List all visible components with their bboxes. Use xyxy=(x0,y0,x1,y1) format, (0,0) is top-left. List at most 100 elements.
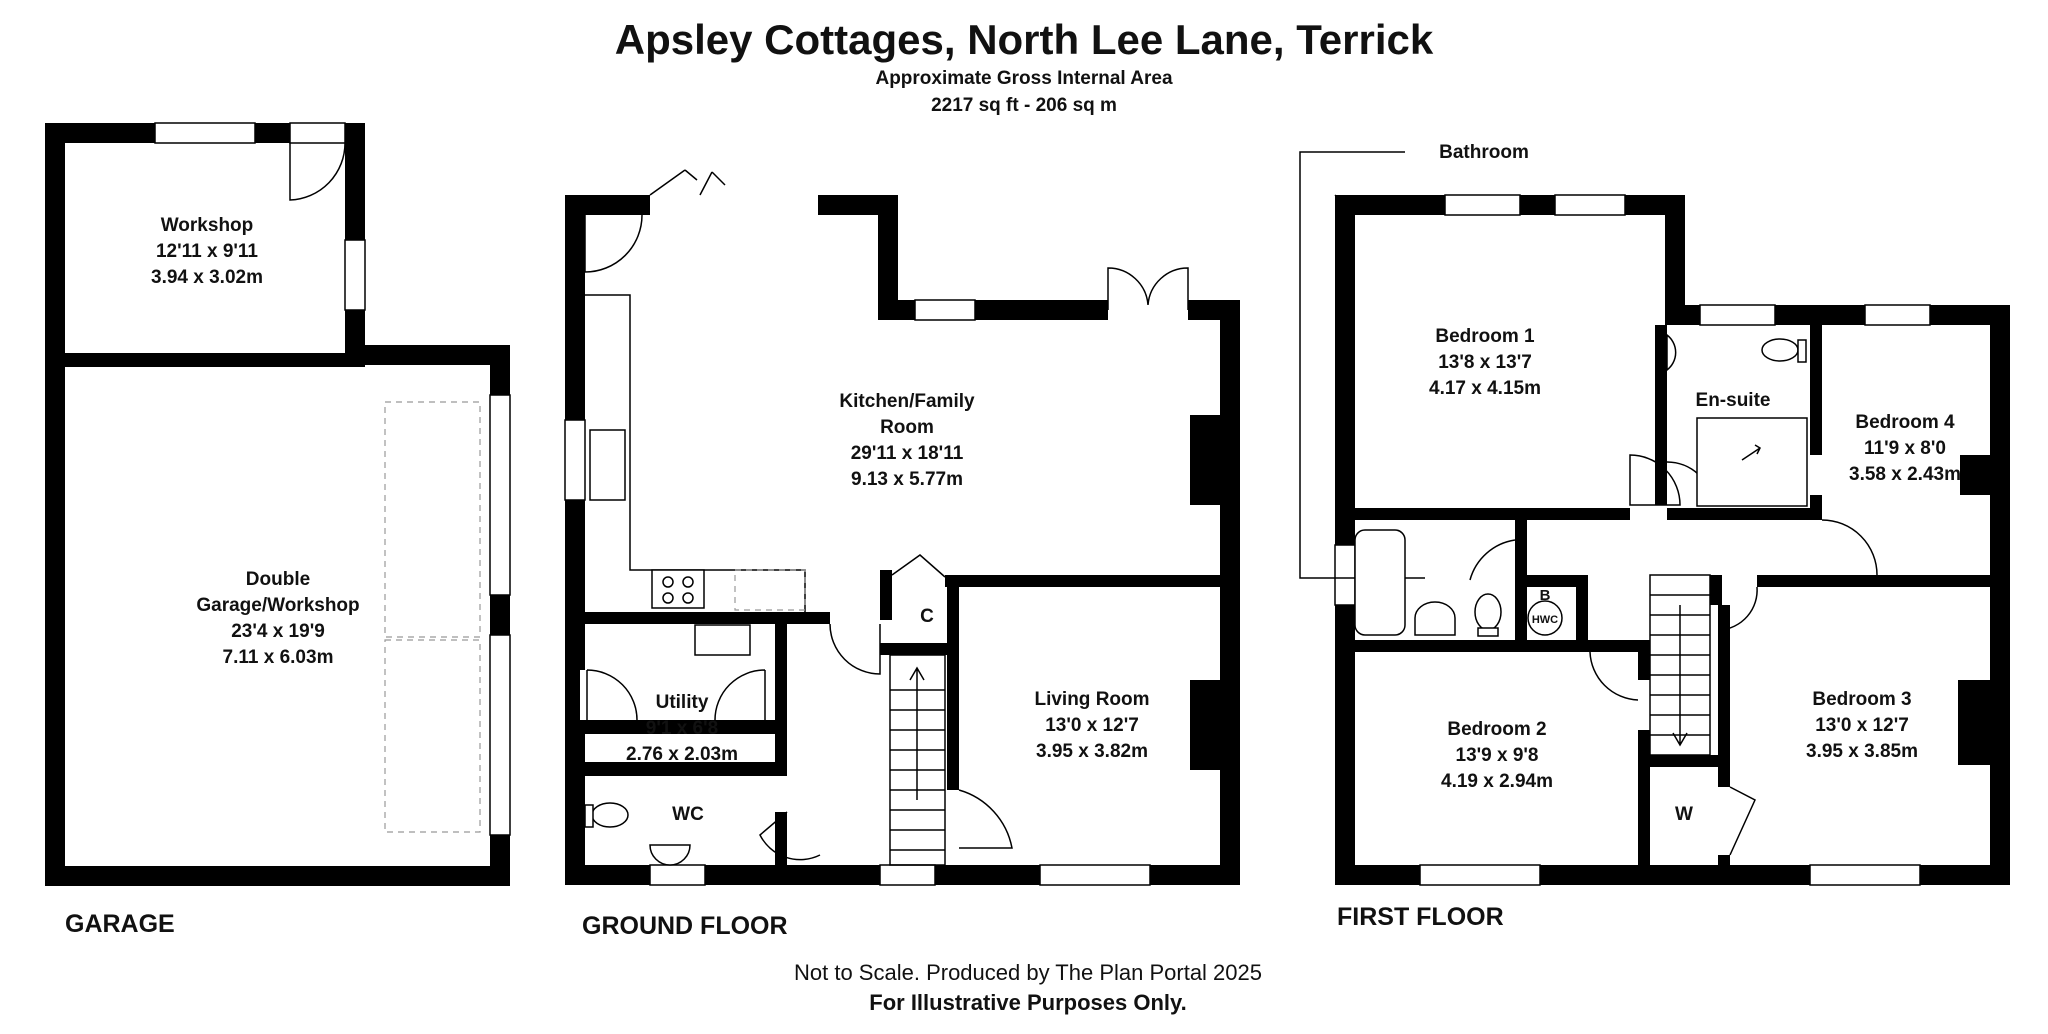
wall xyxy=(947,575,959,790)
appliance-space xyxy=(734,569,806,611)
wall xyxy=(565,612,830,624)
door-swing xyxy=(584,214,643,273)
door-swing xyxy=(289,142,346,201)
parking-bay xyxy=(384,639,481,833)
shower-tray xyxy=(1696,417,1808,507)
bathtub xyxy=(1354,529,1406,636)
window xyxy=(154,122,256,144)
footer: Not to Scale. Produced by The Plan Porta… xyxy=(794,960,1262,1015)
room-size-metric: 3.95 x 3.85m xyxy=(1806,741,1918,762)
door-swing xyxy=(759,811,821,861)
window xyxy=(489,634,511,836)
toilet xyxy=(1474,593,1502,631)
shower-drain xyxy=(1741,444,1761,461)
room-name: Garage/Workshop xyxy=(196,595,359,616)
wall xyxy=(1667,508,1817,520)
staircase xyxy=(1649,574,1711,756)
room-size-metric: 3.58 x 2.43m xyxy=(1849,464,1961,485)
wall xyxy=(880,570,892,620)
wall xyxy=(1990,305,2010,885)
room-size-metric: 3.95 x 3.82m xyxy=(1036,741,1148,762)
bifold-door xyxy=(649,169,726,196)
room-size-imperial: 13'9 x 9'8 xyxy=(1456,745,1539,766)
room-size-metric: 9.13 x 5.77m xyxy=(851,469,963,490)
wall xyxy=(878,300,1108,320)
room-name: En-suite xyxy=(1696,390,1771,411)
door-opening xyxy=(289,122,346,144)
wall xyxy=(45,353,365,367)
door-opening xyxy=(1108,300,1188,320)
chimney-breast xyxy=(1960,455,1990,495)
hob-ring xyxy=(662,592,674,604)
room-size-imperial: 23'4 x 19'9 xyxy=(231,621,325,642)
window xyxy=(649,864,706,886)
door-opening xyxy=(580,670,587,720)
floor-label-first: FIRST FLOOR xyxy=(1337,903,1504,931)
toilet-cistern xyxy=(1477,627,1499,637)
room-name: W xyxy=(1675,804,1693,825)
wall xyxy=(878,195,898,320)
room-name: Bedroom 3 xyxy=(1812,689,1911,710)
toilet xyxy=(1761,338,1799,362)
wall xyxy=(565,720,787,734)
toilet-cistern xyxy=(1797,339,1807,363)
room-name: C xyxy=(920,606,934,627)
door-swing xyxy=(1629,454,1681,506)
wall xyxy=(345,123,365,353)
room-size-imperial: 9'1 x 6'8 xyxy=(646,718,718,739)
wall xyxy=(345,345,510,365)
room-name: B xyxy=(1540,587,1551,604)
wall xyxy=(1576,575,1588,652)
door-swing xyxy=(1469,539,1516,581)
footer-disclaimer: Not to Scale. Produced by The Plan Porta… xyxy=(794,960,1262,985)
room-size-metric: 2.76 x 2.03m xyxy=(626,744,738,765)
chimney-breast xyxy=(1958,680,1990,765)
window xyxy=(1554,194,1626,216)
room-name: Bedroom 1 xyxy=(1435,326,1535,347)
room-name: Double xyxy=(246,569,310,590)
room-size-metric: 7.11 x 6.03m xyxy=(223,647,334,668)
room-name: WC xyxy=(672,804,704,825)
wall xyxy=(565,762,787,776)
staircase xyxy=(889,654,946,866)
room-size-metric: 4.19 x 2.94m xyxy=(1441,771,1553,792)
room-name: Bedroom 4 xyxy=(1855,412,1955,433)
toilet xyxy=(591,802,629,828)
first-floor-plan: Bathroom Bedroom 1 13'8 x 13'7 4.17 x 4.… xyxy=(1299,142,2010,931)
room-size-metric: 3.94 x 3.02m xyxy=(151,267,263,288)
room-name: HWC xyxy=(1532,614,1558,626)
wall xyxy=(1638,730,1650,865)
wall xyxy=(1335,195,1355,885)
door-swing xyxy=(829,623,881,675)
french-doors xyxy=(1107,267,1189,310)
door-swing xyxy=(891,554,946,578)
window xyxy=(1444,194,1521,216)
wall xyxy=(775,612,787,767)
room-name: Utility xyxy=(656,692,709,713)
room-size-imperial: 29'11 x 18'11 xyxy=(851,443,964,464)
room-name: Bathroom xyxy=(1439,142,1529,163)
room-size-imperial: 11'9 x 8'0 xyxy=(1864,438,1946,459)
window xyxy=(1039,864,1151,886)
wall xyxy=(45,123,65,886)
room-size-imperial: 13'0 x 12'7 xyxy=(1045,715,1139,736)
door-swing xyxy=(1719,586,1758,631)
door-swing xyxy=(1589,651,1639,701)
wall xyxy=(1710,575,1722,605)
door-opening xyxy=(1718,787,1730,855)
chimney-breast xyxy=(1190,680,1220,770)
hob xyxy=(651,569,705,609)
door-swing xyxy=(1821,519,1878,576)
window xyxy=(564,419,586,501)
room-size-imperial: 12'11 x 9'11 xyxy=(156,241,258,262)
wall xyxy=(1810,325,1822,455)
floor-label-ground: GROUND FLOOR xyxy=(582,912,788,940)
area-subtitle: Approximate Gross Internal Area xyxy=(875,68,1172,89)
wall xyxy=(1355,640,1650,652)
wall xyxy=(1665,195,1685,325)
wall xyxy=(945,575,1240,587)
parking-bay xyxy=(384,401,481,638)
hot-water-cylinder xyxy=(1527,600,1563,636)
wall xyxy=(1515,575,1588,587)
